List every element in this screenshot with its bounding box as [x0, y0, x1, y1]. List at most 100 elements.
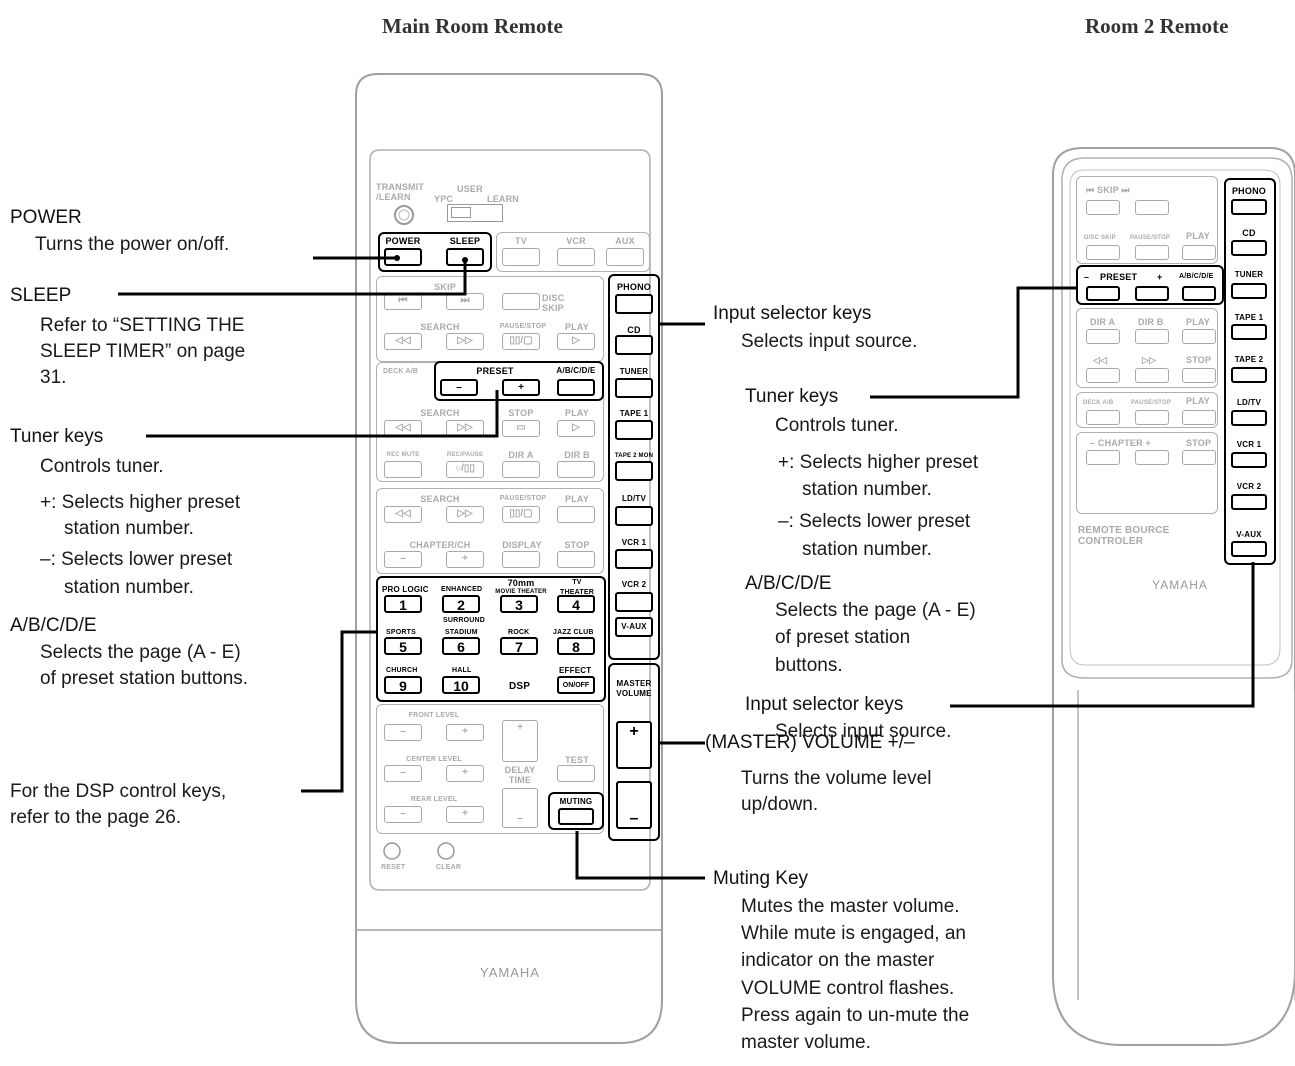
input-button-phono[interactable]	[615, 294, 653, 314]
room2-input-button-vcr1[interactable]	[1231, 452, 1267, 468]
front-level-minus-button[interactable]: –	[384, 724, 422, 741]
muting-callout-desc-5: Press again to un-mute the	[741, 1005, 970, 1026]
aux-button[interactable]	[606, 248, 644, 266]
dsp-label: DSP	[509, 681, 531, 692]
preset-plus-button[interactable]: +	[502, 379, 540, 396]
dsp-button-10[interactable]: 10	[442, 676, 480, 694]
chapter-plus-button[interactable]: +	[446, 551, 484, 568]
room2-skip-forward-button[interactable]	[1135, 200, 1169, 215]
room2-dir-b-button[interactable]	[1135, 329, 1169, 344]
room2-input-button-tape2[interactable]	[1231, 367, 1267, 383]
room2-input-button-tape1[interactable]	[1231, 324, 1267, 340]
main-room-header: Main Room Remote	[382, 14, 563, 38]
dsp-button-9[interactable]: 9	[384, 676, 422, 694]
preset-minus-button[interactable]: –	[440, 379, 478, 396]
room2-skip-back-button[interactable]	[1086, 200, 1120, 215]
abcde-left-desc-2: of preset station buttons.	[40, 668, 249, 689]
room2-input-button-vaux[interactable]	[1231, 541, 1267, 557]
room2-preset-plus-button[interactable]	[1135, 286, 1169, 301]
room2-input-button-cd[interactable]	[1231, 240, 1267, 256]
dir-b-button[interactable]	[557, 461, 595, 478]
abcde-mid-desc-2: of preset station	[775, 627, 911, 648]
vcr-button[interactable]	[557, 248, 595, 266]
room2-play-button-3[interactable]	[1182, 410, 1216, 425]
input-selector-highlight	[608, 274, 660, 660]
search-back-button-3[interactable]: ◁◁	[384, 506, 422, 523]
chapter-minus-button[interactable]: –	[384, 551, 422, 568]
room2-stop-button-1[interactable]	[1182, 368, 1216, 383]
input-button-vcr1[interactable]	[615, 549, 653, 569]
search-back-button-1[interactable]: ◁◁	[384, 333, 422, 350]
play-button-2[interactable]: ▷	[557, 420, 595, 437]
room2-deck-ab-button[interactable]	[1086, 410, 1120, 425]
rear-level-plus-button[interactable]: +	[446, 806, 484, 823]
room2-chapter-plus-button[interactable]	[1135, 450, 1169, 465]
room2-input-button-phono[interactable]	[1231, 199, 1267, 215]
play-button-3[interactable]	[557, 506, 595, 523]
muting-button[interactable]	[558, 808, 594, 825]
room2-abcde-label: A/B/C/D/E	[1179, 273, 1214, 280]
room2-input-button-tuner[interactable]	[1231, 283, 1267, 299]
pausestop-button-3[interactable]: ▯▯/▢	[502, 506, 540, 523]
input-button-tape1[interactable]	[615, 420, 653, 440]
dsp-button-1[interactable]: 1	[384, 595, 422, 613]
room2-stop-button-2[interactable]	[1182, 450, 1216, 465]
front-level-plus-button[interactable]: +	[446, 724, 484, 741]
play-button-1[interactable]: ▷	[557, 333, 595, 350]
center-level-plus-button[interactable]: +	[446, 765, 484, 782]
dsp-button-3[interactable]: 3	[500, 595, 538, 613]
disc-skip-button[interactable]	[502, 293, 540, 310]
room2-chapter-group	[1076, 432, 1218, 514]
search-forward-button-1[interactable]: ▷▷	[446, 333, 484, 350]
stop-button-3[interactable]	[557, 551, 595, 568]
room2-preset-minus-button[interactable]	[1086, 286, 1120, 301]
dsp-button-4[interactable]: 4	[557, 595, 595, 613]
input-button-vaux[interactable]	[615, 617, 653, 637]
input-button-tuner[interactable]	[615, 378, 653, 398]
70mm-label: 70mm	[507, 578, 535, 588]
display-button[interactable]	[502, 551, 540, 568]
search-forward-button-3[interactable]: ▷▷	[446, 506, 484, 523]
dsp-button-2[interactable]: 2	[442, 595, 480, 613]
effect-on-off-button[interactable]: ON/OFF	[557, 676, 595, 694]
abcde-label: A/B/C/D/E	[556, 366, 596, 375]
volume-up-button[interactable]: +	[616, 721, 652, 769]
input-button-vcr2[interactable]	[615, 592, 653, 612]
room2-input-button-vcr2[interactable]	[1231, 494, 1267, 510]
tv-button[interactable]	[502, 248, 540, 266]
room2-pausestop-button[interactable]	[1135, 245, 1169, 260]
center-level-minus-button[interactable]: –	[384, 765, 422, 782]
room2-ff-button[interactable]	[1135, 368, 1169, 383]
input-button-tape2-mon[interactable]	[615, 461, 653, 481]
muting-callout-desc-4: VOLUME control flashes.	[741, 978, 955, 999]
abcde-button[interactable]	[557, 379, 595, 396]
delay-plus-button[interactable]: +	[502, 720, 538, 762]
skip-forward-button[interactable]: ⏭	[446, 293, 484, 310]
dsp-button-7[interactable]: 7	[500, 637, 538, 655]
room2-abcde-button[interactable]	[1182, 286, 1216, 301]
stop-button-2[interactable]: ▭	[502, 420, 540, 437]
room2-dir-a-button[interactable]	[1086, 329, 1120, 344]
rear-level-minus-button[interactable]: –	[384, 806, 422, 823]
rec-mute-button[interactable]	[384, 461, 422, 478]
room2-input-button-ldtv[interactable]	[1231, 410, 1267, 426]
dsp-button-8[interactable]: 8	[557, 637, 595, 655]
room2-pausestop-button-2[interactable]	[1135, 410, 1169, 425]
volume-down-button[interactable]: –	[616, 781, 652, 829]
room2-disc-skip-button[interactable]	[1086, 245, 1120, 260]
pausestop-button-1[interactable]: ▯▯/▢	[502, 333, 540, 350]
delay-minus-button[interactable]: –	[502, 788, 538, 828]
dsp-button-5[interactable]: 5	[384, 637, 422, 655]
room2-play-button-1[interactable]	[1182, 245, 1216, 260]
input-button-cd[interactable]	[615, 335, 653, 355]
dsp-button-6[interactable]: 6	[442, 637, 480, 655]
test-button[interactable]	[557, 765, 595, 782]
preset-highlight	[434, 361, 604, 401]
input-button-ldtv[interactable]	[615, 506, 653, 526]
room2-rew-button[interactable]	[1086, 368, 1120, 383]
dir-a-button[interactable]	[502, 461, 540, 478]
room2-chapter-minus-button[interactable]	[1086, 450, 1120, 465]
room2-play-button-2[interactable]	[1182, 329, 1216, 344]
mode-switch[interactable]	[447, 204, 503, 222]
rec-pause-button[interactable]: ○/▯▯	[446, 461, 484, 478]
